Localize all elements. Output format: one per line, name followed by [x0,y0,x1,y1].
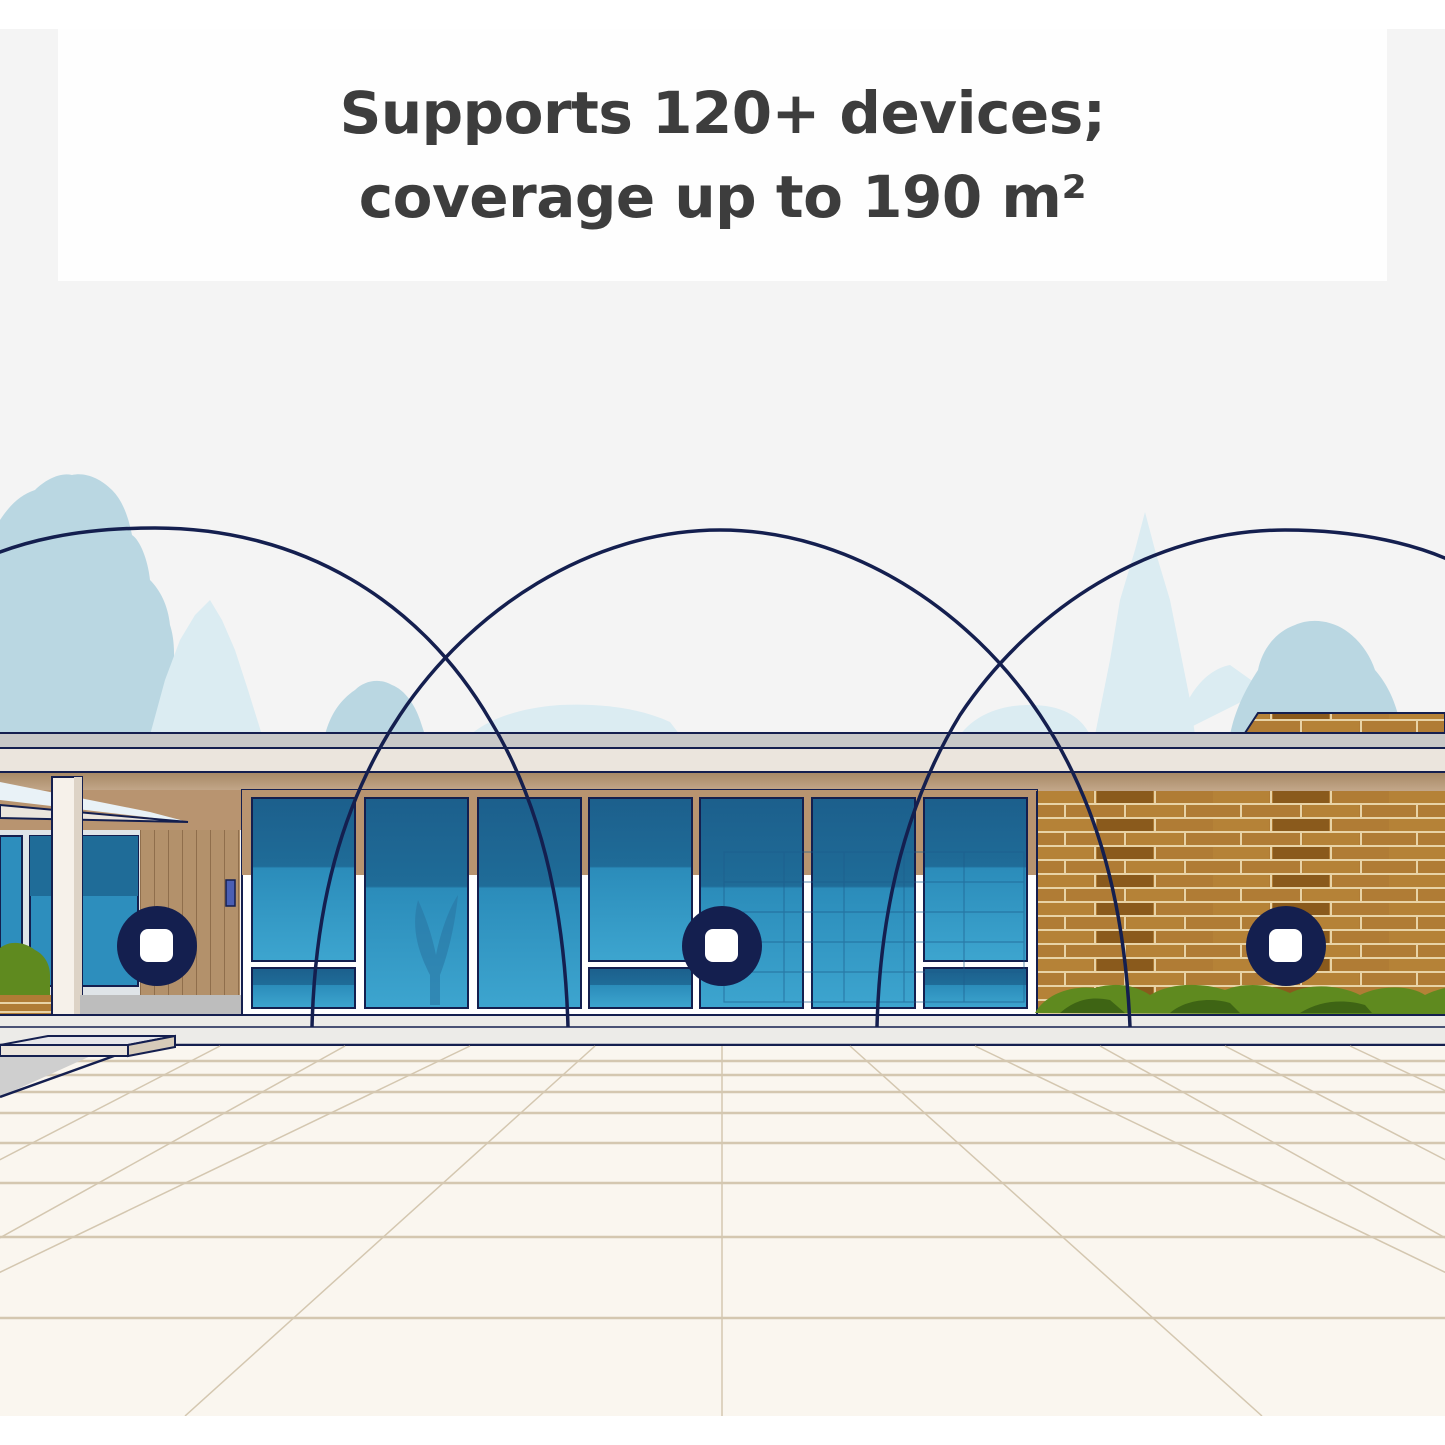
paving [0,1045,1445,1416]
mesh-node-left[interactable] [117,906,197,986]
mesh-node-right[interactable] [1246,906,1326,986]
coverage-arc-right [875,528,1445,1028]
entry-step [0,1034,176,1099]
house-scene [0,474,1445,1416]
entry-porch [0,776,245,1024]
roof-fascia [0,732,1445,791]
illustration-canvas: Supports 120+ devices; coverage up to 19… [0,29,1445,1416]
mesh-node-center[interactable] [682,906,762,986]
patio-edge [0,1014,1445,1047]
window-wall [241,789,1038,1016]
coverage-arc-left [0,526,570,1028]
headline-box: Supports 120+ devices; coverage up to 19… [58,29,1387,281]
headline-line-1: Supports 120+ devices; [339,79,1106,147]
headline-line-2: coverage up to 190 m² [358,163,1087,231]
right-parapet [1243,712,1445,734]
coverage-arcs [0,526,1445,1028]
brick-wall [1035,791,1445,1015]
coverage-arc-center [310,528,1132,1028]
background-trees [0,474,1402,735]
